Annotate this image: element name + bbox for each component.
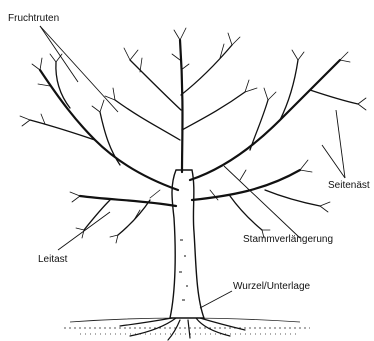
- pointer-wurzel: [200, 291, 232, 308]
- label-fruchtruten: Fruchtruten: [8, 13, 59, 24]
- pointer-leitast: [58, 212, 110, 250]
- label-wurzel-unterlage: Wurzel/Unterlage: [233, 281, 311, 292]
- label-stammverlaengerung: Stammverlängerung: [243, 234, 333, 245]
- pointer-fruchtruten-1: [40, 26, 78, 82]
- ground: [64, 318, 310, 334]
- trunk: [170, 170, 204, 318]
- pointer-fruchtruten-2: [40, 26, 118, 112]
- label-seitenaeste: Seitenäst: [328, 180, 370, 191]
- main-branches: [40, 40, 340, 206]
- label-leitast: Leitast: [38, 254, 68, 265]
- roots: [120, 318, 245, 340]
